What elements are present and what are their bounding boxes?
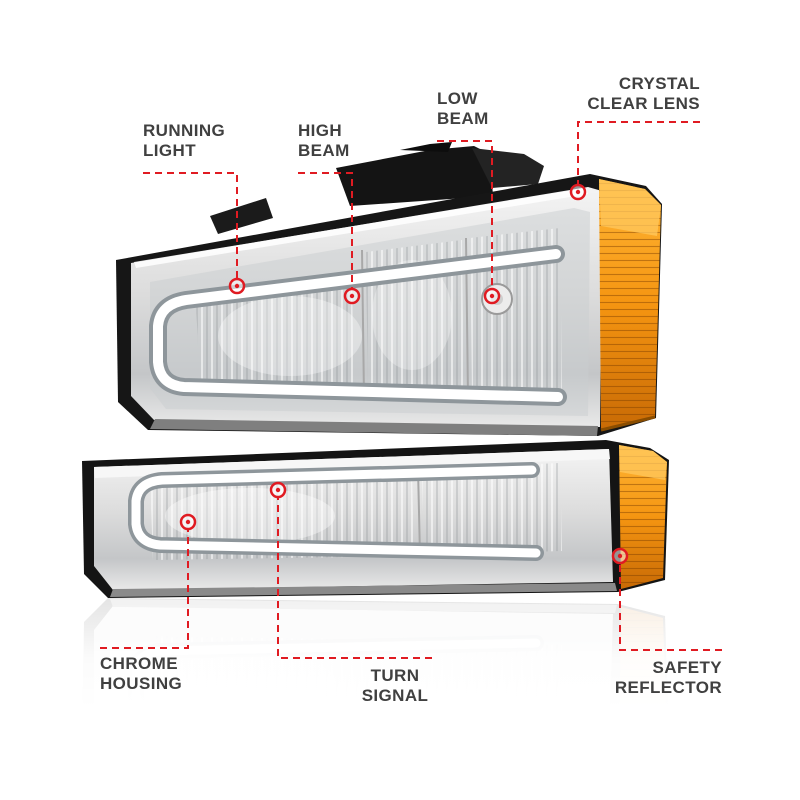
marker-low-beam xyxy=(483,287,501,305)
callout-markers xyxy=(179,183,629,565)
marker-chrome-housing xyxy=(179,513,197,531)
callout-high-beam: HIGH BEAM xyxy=(298,121,350,161)
callout-text-line: CHROME xyxy=(100,654,178,673)
leader-safety-reflector xyxy=(619,564,722,651)
leader-chrome-housing xyxy=(100,530,189,649)
callout-turn-signal: TURN SIGNAL xyxy=(340,666,450,706)
callout-text-line: CLEAR LENS xyxy=(587,94,700,113)
callout-low-beam: LOW BEAM xyxy=(437,89,489,129)
callout-text-line: CRYSTAL xyxy=(618,74,700,93)
marker-crystal-clear-lens xyxy=(569,183,587,201)
marker-turn-signal xyxy=(269,481,287,499)
leader-turn-signal xyxy=(277,498,432,659)
leader-crystal-clear-lens xyxy=(577,121,700,184)
callout-leader-lines xyxy=(100,121,722,659)
callout-text-line: REFLECTOR xyxy=(614,678,722,697)
callout-text-line: SIGNAL xyxy=(361,686,429,705)
leader-high-beam xyxy=(298,172,353,288)
marker-safety-reflector xyxy=(611,547,629,565)
callout-text-line: LOW xyxy=(437,89,478,108)
marker-running-light xyxy=(228,277,246,295)
marker-high-beam xyxy=(343,287,361,305)
callout-running-light: RUNNING LIGHT xyxy=(143,121,225,161)
callout-text-line: BEAM xyxy=(437,109,489,128)
callout-safety-reflector: SAFETY REFLECTOR xyxy=(615,658,722,698)
callout-text-line: HIGH xyxy=(298,121,343,140)
callout-text-line: TURN xyxy=(370,666,420,685)
callout-text-line: SAFETY xyxy=(652,658,722,677)
callout-crystal-clear-lens: CRYSTAL CLEAR LENS xyxy=(587,74,700,114)
leader-low-beam xyxy=(437,140,493,288)
callout-text-line: RUNNING xyxy=(143,121,226,140)
callout-text-line: HOUSING xyxy=(100,674,183,693)
callout-chrome-housing: CHROME HOUSING xyxy=(100,654,182,694)
callout-text-line: LIGHT xyxy=(143,141,196,160)
product xyxy=(82,142,669,598)
reflection-fade xyxy=(40,597,740,800)
callout-text-line: BEAM xyxy=(298,141,350,160)
